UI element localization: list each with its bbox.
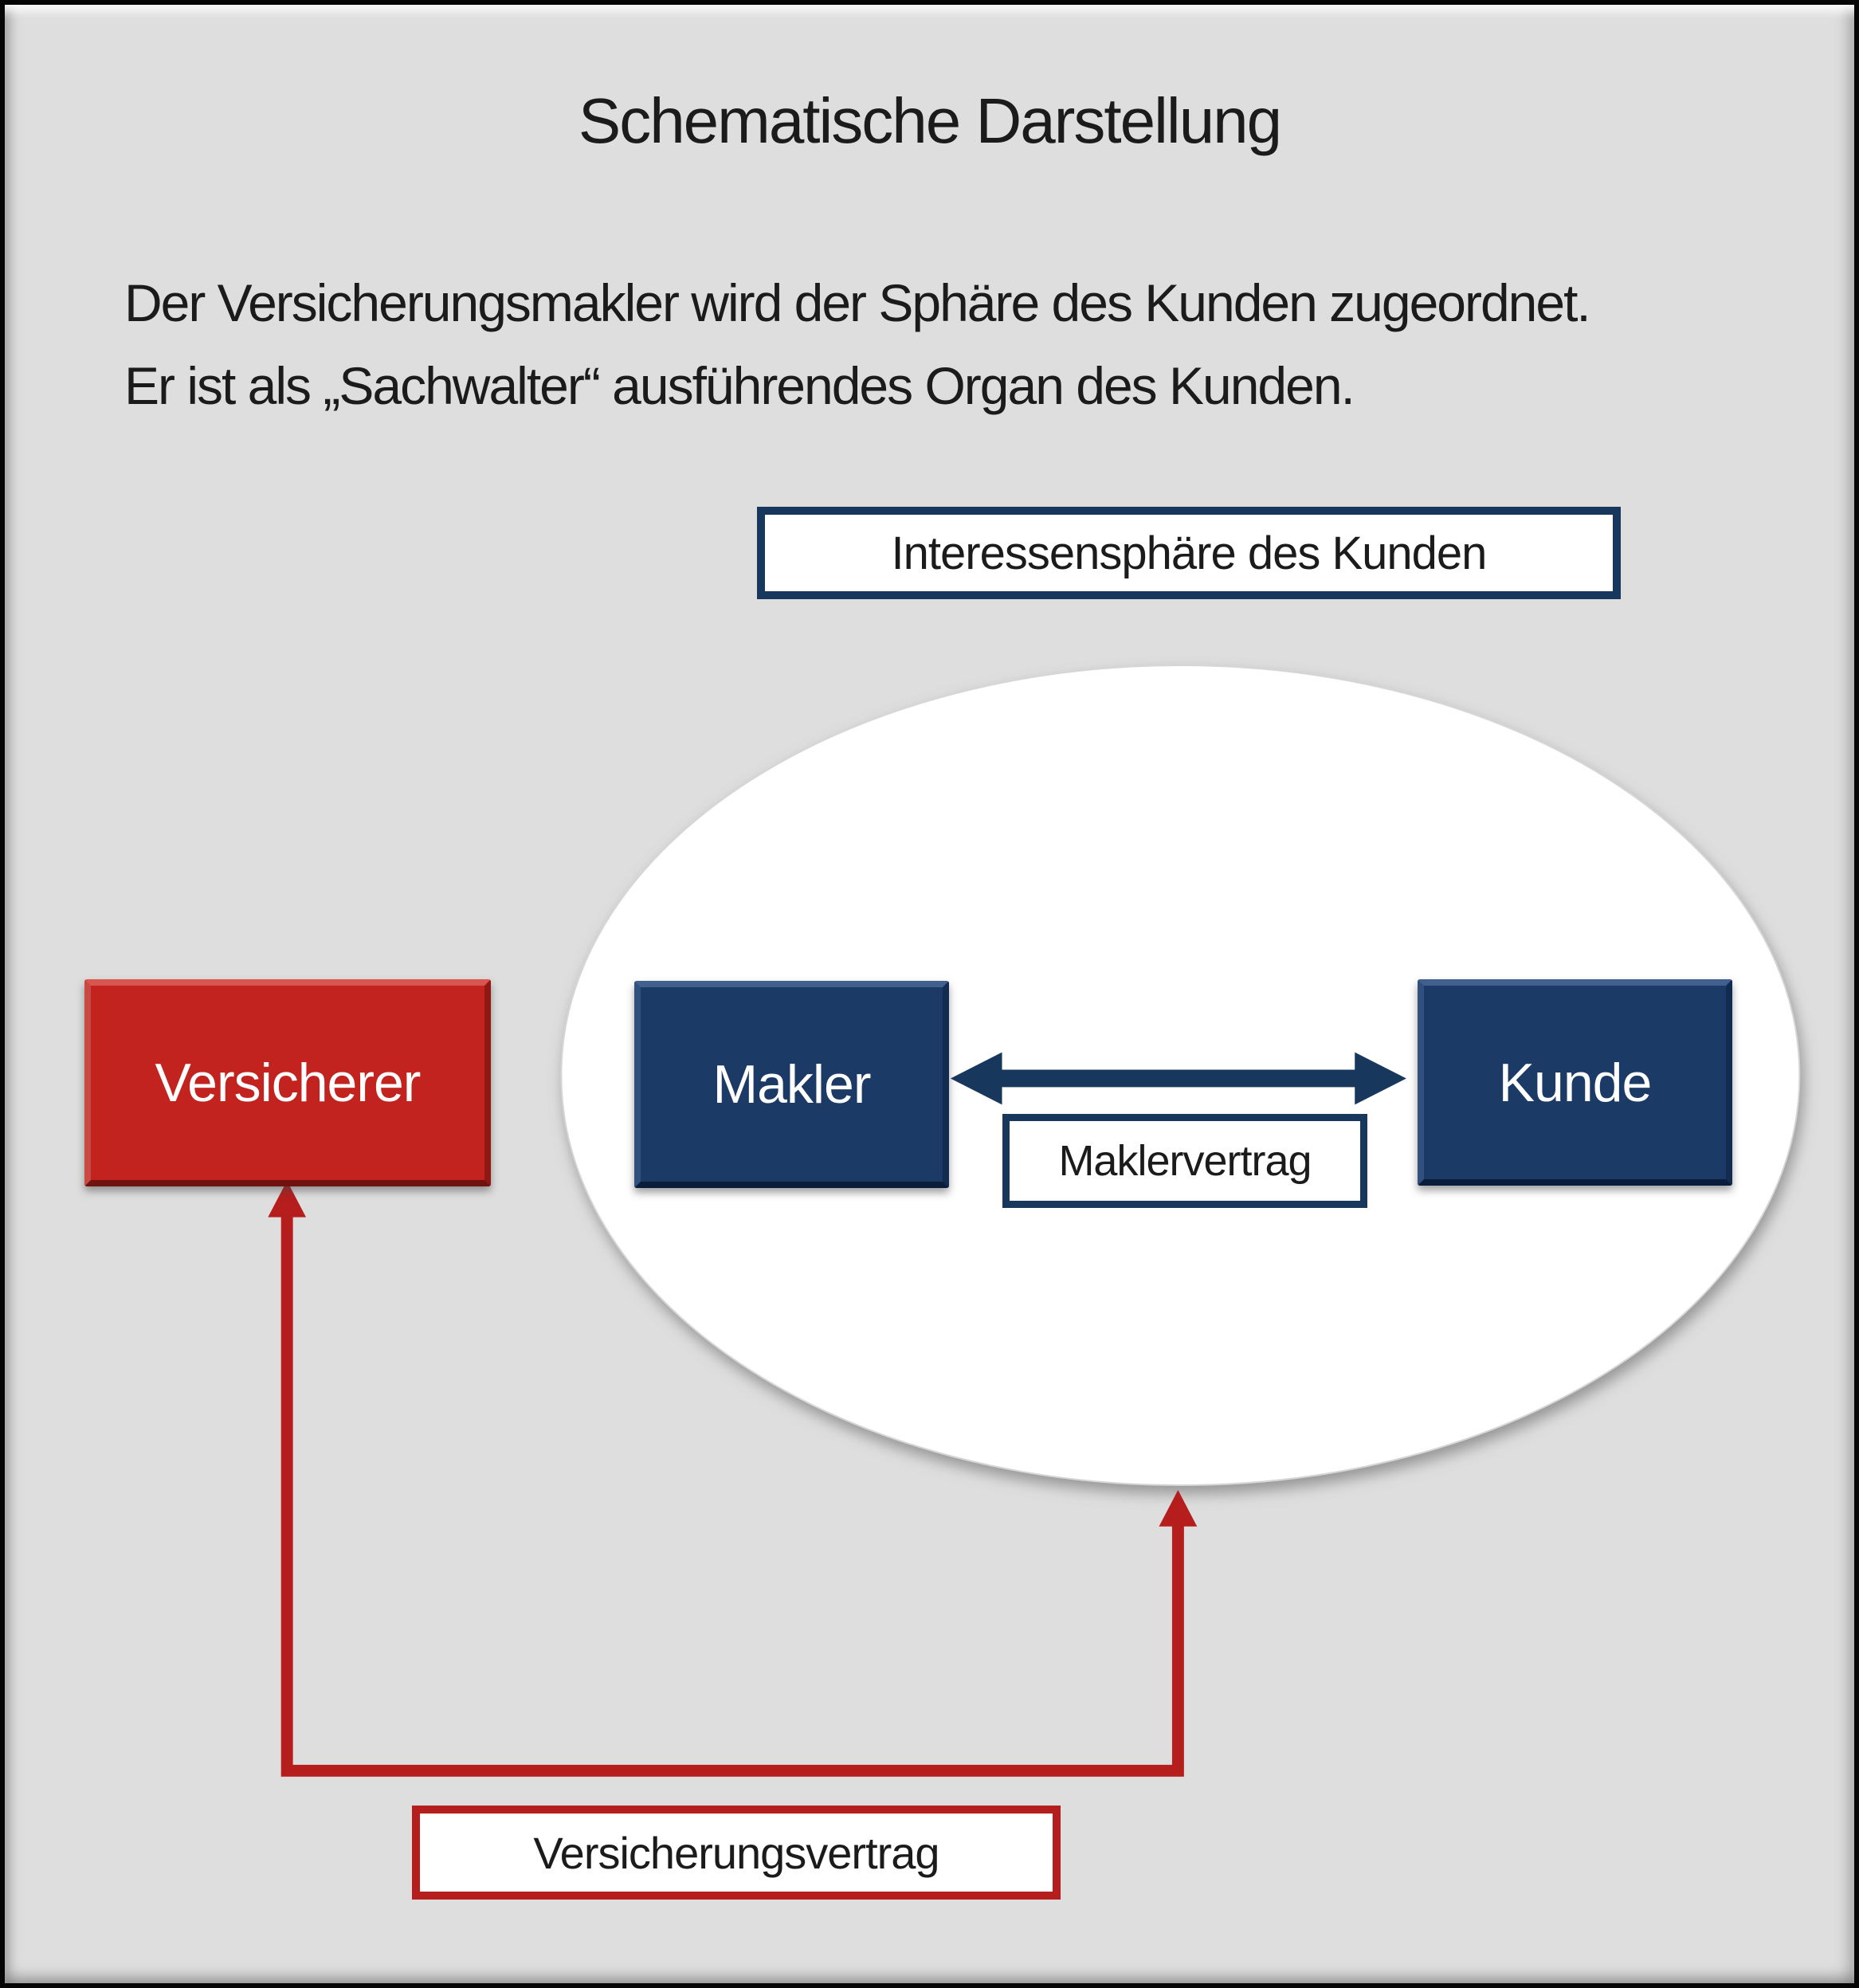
insurance-contract-connector bbox=[280, 1206, 1184, 1777]
broker-box: Makler bbox=[634, 981, 949, 1188]
broker-contract-label: Maklervertrag bbox=[1002, 1114, 1367, 1208]
customer-sphere-label: Interessensphäre des Kunden bbox=[757, 507, 1621, 599]
insurance-connector-arrowhead-right-icon bbox=[1159, 1489, 1198, 1527]
description-line-2: Er ist als „Sachwalter“ ausführendes Org… bbox=[124, 356, 1355, 415]
insurance-contract-label: Versicherungsvertrag bbox=[412, 1806, 1061, 1900]
diagram-graphics bbox=[268, 664, 1801, 1777]
insurer-box: Versicherer bbox=[84, 979, 491, 1186]
description: Der Versicherungsmakler wird der Sphäre … bbox=[124, 261, 1775, 427]
customer-box: Kunde bbox=[1418, 979, 1732, 1186]
diagram-title: Schematische Darstellung bbox=[578, 85, 1282, 156]
insurance-connector-arrowhead-left-icon bbox=[268, 1180, 307, 1218]
description-line-1: Der Versicherungsmakler wird der Sphäre … bbox=[124, 273, 1591, 332]
broker-customer-double-arrow-icon bbox=[950, 1052, 1406, 1105]
